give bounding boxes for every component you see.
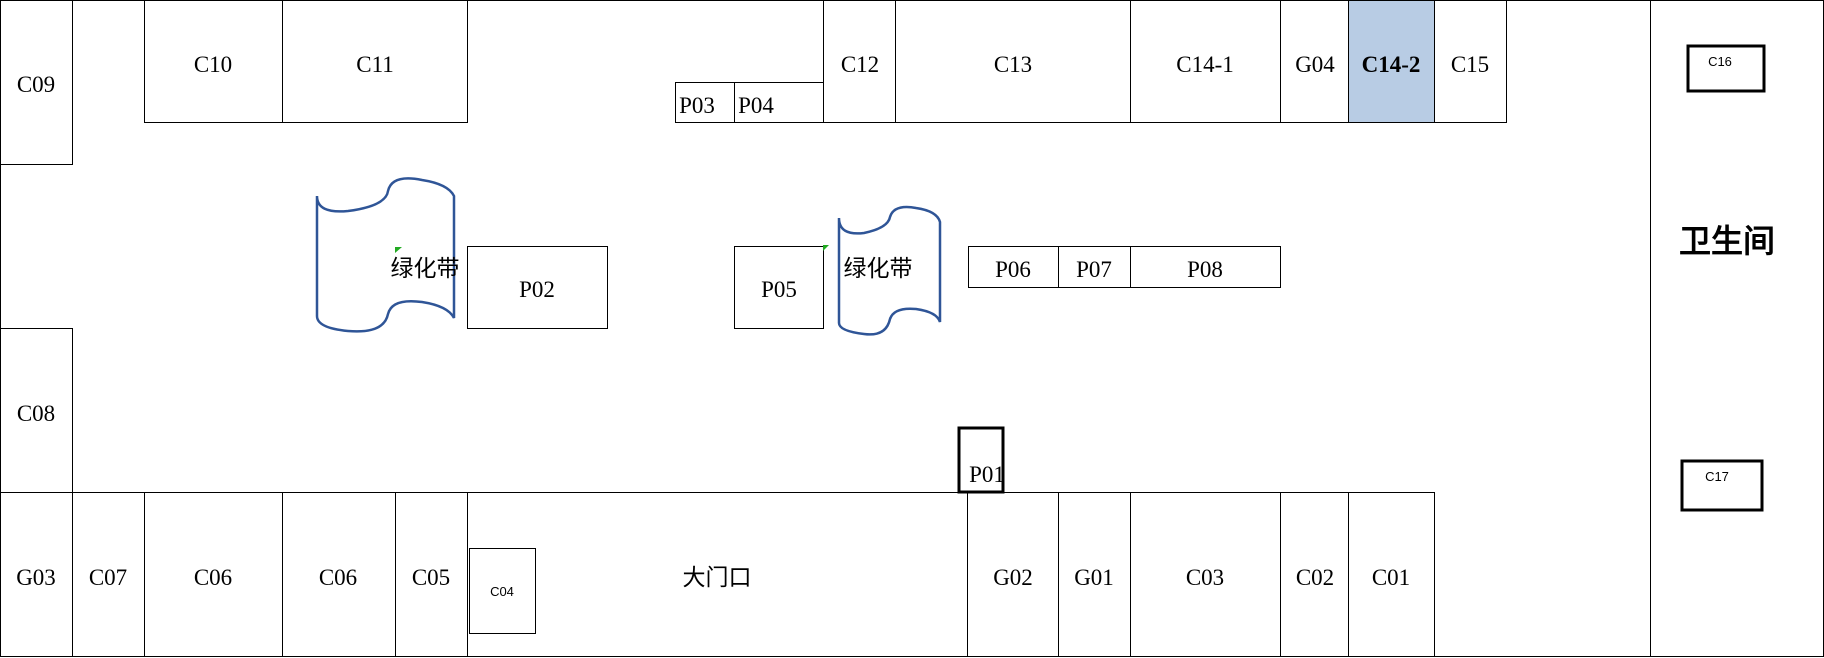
unit-c14-1-label: C14-1 xyxy=(1176,52,1234,77)
unit-c07[interactable]: C07 xyxy=(72,492,145,657)
unit-c07-label: C07 xyxy=(89,565,127,590)
unit-c08[interactable]: C08 xyxy=(0,328,73,493)
unit-c14-1[interactable]: C14-1 xyxy=(1130,0,1281,123)
unit-p02-label: P02 xyxy=(519,277,555,302)
unit-p06[interactable]: P06 xyxy=(968,246,1059,288)
unit-c02[interactable]: C02 xyxy=(1280,492,1349,657)
green-belt-2-label: 绿化带 xyxy=(844,256,913,282)
unit-c11[interactable]: C11 xyxy=(282,0,468,123)
green-belt-2: 绿化带 xyxy=(823,205,942,336)
main-entrance-label: 大门口 xyxy=(683,565,752,591)
unit-c10-label: C10 xyxy=(194,52,232,77)
unit-c15[interactable]: C15 xyxy=(1434,0,1507,123)
green-belt-2-marker xyxy=(823,245,829,251)
unit-g04[interactable]: G04 xyxy=(1280,0,1349,123)
unit-c04[interactable]: C04 xyxy=(469,548,536,634)
unit-p05-label: P05 xyxy=(761,277,797,302)
unit-c16[interactable]: C16 xyxy=(1686,44,1766,93)
unit-p02[interactable]: P02 xyxy=(467,246,608,329)
unit-p05[interactable]: P05 xyxy=(734,246,824,329)
unit-c16-label: C16 xyxy=(1708,54,1732,69)
unit-c05-label: C05 xyxy=(412,565,450,590)
unit-c12-label: C12 xyxy=(841,52,879,77)
unit-c02-label: C02 xyxy=(1296,565,1334,590)
unit-p08-label: P08 xyxy=(1187,257,1223,282)
unit-c06-b[interactable]: C06 xyxy=(282,492,396,657)
unit-g01-label: G01 xyxy=(1074,565,1114,590)
unit-p03[interactable]: P03 xyxy=(675,82,735,123)
unit-p01[interactable]: P01 xyxy=(957,426,1005,494)
unit-g01[interactable]: G01 xyxy=(1058,492,1131,657)
unit-g03[interactable]: G03 xyxy=(0,492,73,657)
unit-c05[interactable]: C05 xyxy=(395,492,468,657)
unit-p07[interactable]: P07 xyxy=(1058,246,1131,288)
unit-c03-label: C03 xyxy=(1186,565,1224,590)
unit-p04-label: P04 xyxy=(738,93,774,118)
unit-c12[interactable]: C12 xyxy=(823,0,896,123)
unit-c06-a[interactable]: C06 xyxy=(144,492,283,657)
unit-c10[interactable]: C10 xyxy=(144,0,283,123)
main-entrance-area: 大门口 xyxy=(467,492,968,657)
unit-c04-label: C04 xyxy=(490,584,514,599)
unit-c03[interactable]: C03 xyxy=(1130,492,1281,657)
green-belt-1: 绿化带 xyxy=(315,177,460,333)
unit-c01[interactable]: C01 xyxy=(1348,492,1435,657)
unit-g02[interactable]: G02 xyxy=(967,492,1059,657)
unit-g02-label: G02 xyxy=(993,565,1033,590)
green-belt-1-label: 绿化带 xyxy=(391,256,460,282)
unit-c17-label: C17 xyxy=(1705,469,1729,484)
unit-c13[interactable]: C13 xyxy=(895,0,1131,123)
unit-c09[interactable]: C09 xyxy=(0,0,73,165)
unit-g04-label: G04 xyxy=(1295,52,1335,77)
unit-c14-2-label: C14-2 xyxy=(1362,52,1421,77)
restroom-label: 卫生间 xyxy=(1679,222,1775,260)
unit-c08-label: C08 xyxy=(17,401,55,426)
unit-c14-2[interactable]: C14-2 xyxy=(1348,0,1435,123)
unit-p04[interactable]: P04 xyxy=(734,82,824,123)
unit-p03-label: P03 xyxy=(679,93,715,118)
unit-c06-a-label: C06 xyxy=(194,565,232,590)
unit-c13-label: C13 xyxy=(994,52,1032,77)
unit-p08[interactable]: P08 xyxy=(1130,246,1281,288)
unit-c01-label: C01 xyxy=(1372,565,1410,590)
unit-c15-label: C15 xyxy=(1451,52,1489,77)
green-belt-1-marker xyxy=(395,247,402,253)
unit-c06-b-label: C06 xyxy=(319,565,357,590)
unit-c17[interactable]: C17 xyxy=(1680,459,1764,512)
unit-g03-label: G03 xyxy=(16,565,56,590)
unit-c09-label: C09 xyxy=(17,72,55,97)
unit-p07-label: P07 xyxy=(1076,257,1112,282)
green-belt-1-shape xyxy=(315,177,456,333)
green-belt-2-shape xyxy=(837,205,942,336)
unit-p06-label: P06 xyxy=(995,257,1031,282)
unit-p01-label: P01 xyxy=(969,462,1005,487)
unit-c11-label: C11 xyxy=(356,52,394,77)
